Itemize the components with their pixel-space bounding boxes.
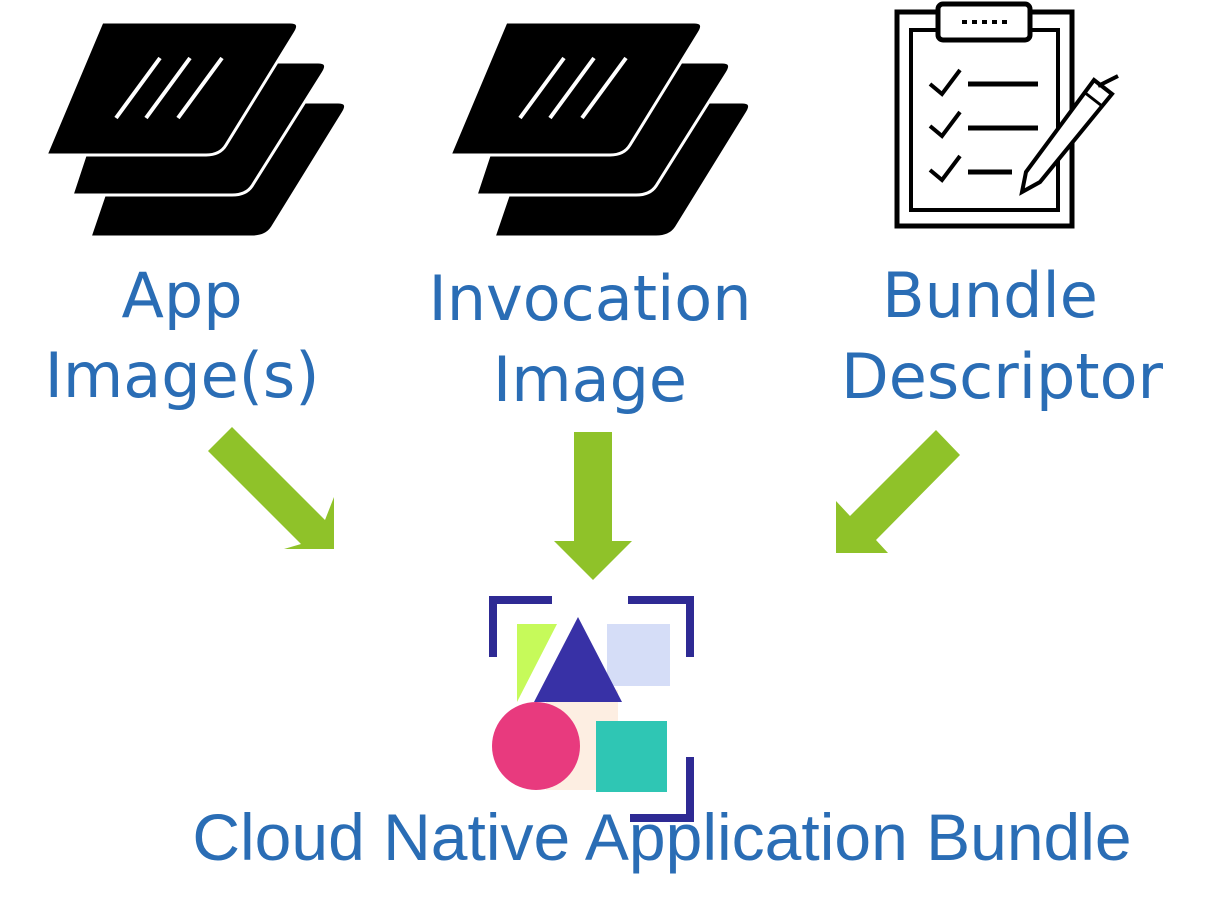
label-cnab: Cloud Native Application Bundle: [192, 800, 1131, 874]
arrow-invocation-image: [554, 432, 632, 580]
svg-text:Image: Image: [493, 343, 687, 416]
cnab-logo-icon: [489, 596, 694, 822]
svg-text:Invocation: Invocation: [428, 262, 751, 335]
layers-icon: [447, 20, 752, 239]
label-bundle-descriptor: Bundle Descriptor: [841, 259, 1164, 413]
svg-text:Bundle: Bundle: [882, 259, 1098, 332]
label-invocation-image: Invocation Image: [428, 262, 751, 416]
label-app-images: App Image(s): [45, 259, 320, 412]
svg-text:Image(s): Image(s): [45, 339, 320, 412]
layers-icon: [43, 20, 348, 239]
svg-text:App: App: [121, 259, 242, 332]
arrow-bundle-descriptor: [836, 430, 960, 553]
arrow-app-images: [208, 427, 334, 549]
svg-text:Descriptor: Descriptor: [841, 340, 1164, 413]
clipboard-checklist-icon: [894, 1, 1119, 229]
